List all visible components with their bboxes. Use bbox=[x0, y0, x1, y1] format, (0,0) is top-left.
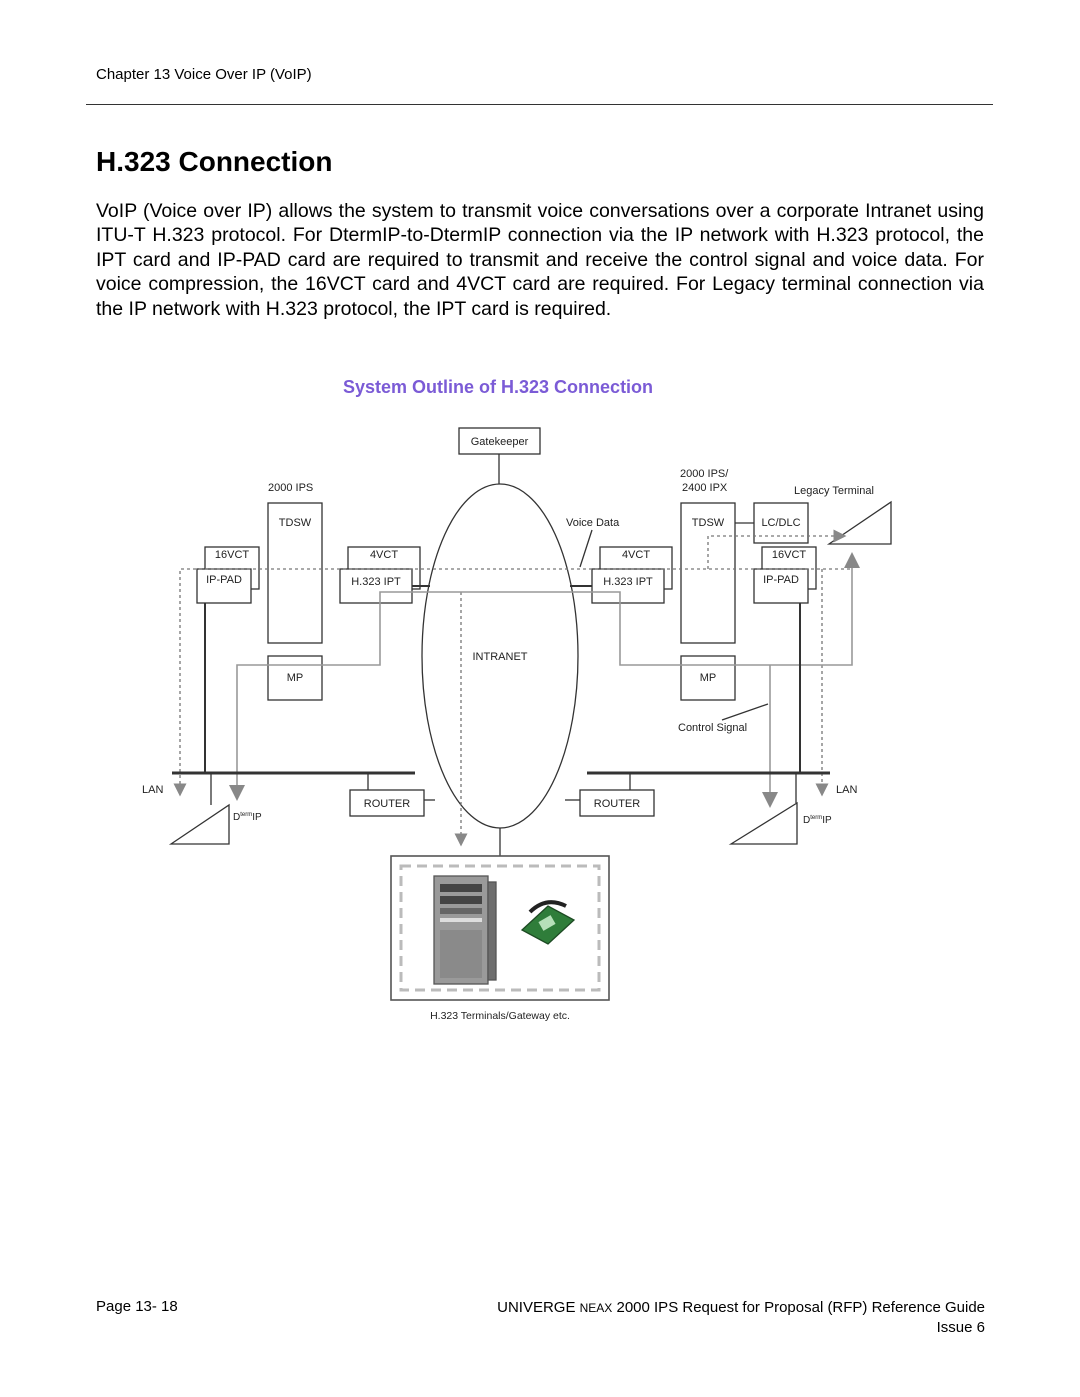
chapter-header: Chapter 13 Voice Over IP (VoIP) bbox=[96, 66, 312, 83]
right-tdsw-label: TDSW bbox=[692, 517, 725, 529]
left-dterm-super: term bbox=[240, 812, 252, 818]
left-dterm-icon bbox=[168, 803, 230, 845]
right-lan-label: LAN bbox=[836, 784, 857, 796]
left-4vct-label: 4VCT bbox=[370, 549, 398, 561]
right-system-label-2: 2400 IPX bbox=[682, 482, 728, 494]
section-title: H.323 Connection bbox=[96, 146, 333, 177]
left-mp-label: MP bbox=[287, 672, 304, 684]
control-signal-pointer bbox=[721, 703, 769, 721]
left-ippad-label: IP-PAD bbox=[206, 574, 242, 586]
left-tdsw-label: TDSW bbox=[279, 517, 312, 529]
voice-data-label: Voice Data bbox=[566, 517, 620, 529]
ip-phone-icon bbox=[520, 900, 576, 945]
diagram-title: System Outline of H.323 Connection bbox=[343, 377, 654, 397]
footer-guide-prefix: UNIVERGE bbox=[497, 1299, 580, 1316]
h323-system-diagram: Gatekeeper INTRANET 2000 IPS TDSW MP 16V… bbox=[142, 427, 892, 1022]
terminals-caption: H.323 Terminals/Gateway etc. bbox=[430, 1010, 570, 1022]
footer-guide-neax: NEAX bbox=[579, 1301, 613, 1315]
voice-data-lc-path bbox=[707, 529, 847, 569]
left-system-label: 2000 IPS bbox=[268, 482, 313, 494]
right-router-box bbox=[579, 789, 655, 817]
right-ipt-label: H.323 IPT bbox=[603, 576, 653, 588]
footer-guide-suffix: 2000 IPS Request for Proposal (RFP) Refe… bbox=[612, 1299, 985, 1316]
left-router-label: ROUTER bbox=[364, 798, 411, 810]
left-dterm-prefix: D bbox=[233, 812, 240, 823]
left-dterm-suffix: IP bbox=[252, 812, 262, 823]
control-signal-path bbox=[229, 552, 860, 801]
left-dterm-label: DtermIP bbox=[233, 812, 262, 823]
right-dterm-label: DtermIP bbox=[803, 815, 832, 826]
gatekeeper-label: Gatekeeper bbox=[471, 436, 529, 448]
terminals-frame bbox=[390, 855, 610, 1001]
legacy-terminal-icon bbox=[826, 500, 892, 545]
gatekeeper-box bbox=[458, 427, 541, 455]
terminals-inner-dashed bbox=[399, 864, 601, 992]
right-lcdlc-box bbox=[753, 502, 809, 544]
left-ipt-label: H.323 IPT bbox=[351, 576, 401, 588]
footer-issue: Issue 6 bbox=[936, 1319, 985, 1336]
left-lan-label: LAN bbox=[142, 784, 163, 796]
right-dterm-icon bbox=[728, 801, 798, 845]
right-16vct-label: 16VCT bbox=[772, 549, 807, 561]
control-signal-label: Control Signal bbox=[678, 722, 747, 734]
right-system-label-1: 2000 IPS/ bbox=[680, 468, 729, 480]
right-dterm-suffix: IP bbox=[822, 815, 832, 826]
right-4vct-label: 4VCT bbox=[622, 549, 650, 561]
left-router-box bbox=[349, 789, 425, 817]
section-body: VoIP (Voice over IP) allows the system t… bbox=[96, 200, 984, 320]
right-ippad-label: IP-PAD bbox=[763, 574, 799, 586]
server-tower-icon bbox=[433, 875, 497, 985]
left-16vct-label: 16VCT bbox=[215, 549, 250, 561]
right-dterm-super: term bbox=[810, 815, 822, 821]
right-mp-label: MP bbox=[700, 672, 717, 684]
right-lcdlc-label: LC/DLC bbox=[761, 517, 800, 529]
right-router-label: ROUTER bbox=[594, 798, 641, 810]
legacy-terminal-label: Legacy Terminal bbox=[794, 485, 874, 497]
voice-data-pointer bbox=[579, 529, 593, 568]
footer-guide-info: UNIVERGE NEAX 2000 IPS Request for Propo… bbox=[497, 1298, 985, 1337]
intranet-label: INTRANET bbox=[473, 651, 528, 663]
header-divider bbox=[86, 104, 993, 105]
right-dterm-prefix: D bbox=[803, 815, 810, 826]
footer-page-number: Page 13- 18 bbox=[96, 1298, 178, 1315]
footer-guide-title: UNIVERGE NEAX 2000 IPS Request for Propo… bbox=[497, 1298, 985, 1318]
